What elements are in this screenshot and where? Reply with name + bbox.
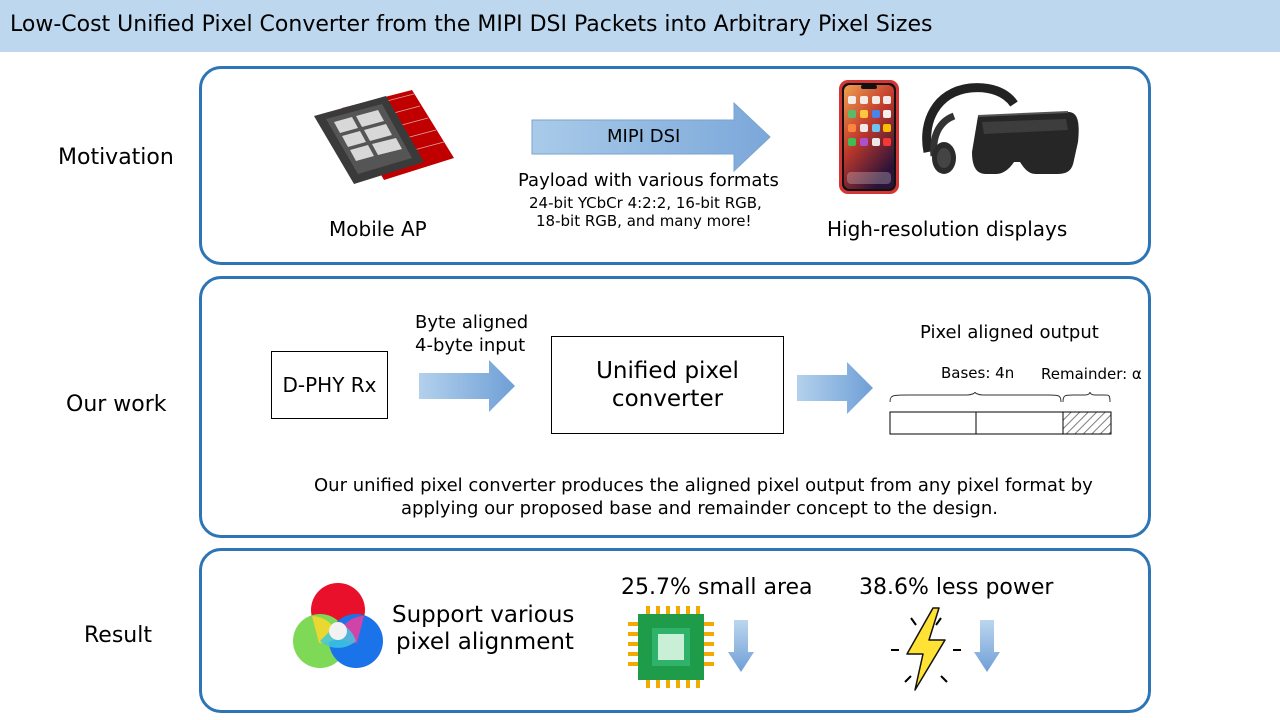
support-line2: pixel alignment <box>396 629 574 655</box>
output-title: Pixel aligned output <box>920 322 1099 343</box>
power-result: 38.6% less power <box>859 575 1054 600</box>
lightning-power-icon <box>891 607 961 691</box>
dphy-rx-box: D-PHY Rx <box>271 351 388 419</box>
converter-line2: converter <box>611 386 724 412</box>
cpu-chip-icon <box>628 606 714 688</box>
vr-headset-icon <box>922 83 1079 174</box>
remainder-label: Remainder: α <box>1041 365 1142 383</box>
area-result: 25.7% small area <box>621 575 813 600</box>
area-decrease-arrow-icon <box>728 620 754 672</box>
title-bar <box>0 0 1280 52</box>
payload-formats-line2: 18-bit RGB, and many more! <box>536 212 752 230</box>
mobile-ap-chip-icon <box>314 90 454 184</box>
input-arrow <box>419 360 515 412</box>
mipi-dsi-arrow <box>531 101 771 173</box>
rgb-color-circles-icon <box>293 583 383 668</box>
payload-title: Payload with various formats <box>518 170 779 191</box>
motivation-label: Motivation <box>58 145 174 170</box>
power-decrease-arrow-icon <box>974 620 1000 672</box>
smartphone-icon <box>839 80 899 194</box>
mobile-ap-label: Mobile AP <box>329 217 427 241</box>
bases-label: Bases: 4n <box>941 364 1015 382</box>
converter-line1: Unified pixel <box>596 358 739 384</box>
our-work-description-line1: Our unified pixel converter produces the… <box>314 475 1093 496</box>
display-label: High-resolution displays <box>827 217 1068 241</box>
input-line2: 4-byte input <box>415 335 526 356</box>
support-line1: Support various <box>392 602 575 628</box>
mipi-dsi-label: MIPI DSI <box>607 126 681 147</box>
slide-title: Low-Cost Unified Pixel Converter from th… <box>10 12 933 37</box>
pixel-aligned-output-diagram <box>889 391 1112 435</box>
output-arrow <box>797 362 873 414</box>
our-work-label: Our work <box>66 392 167 417</box>
payload-formats-line1: 24-bit YCbCr 4:2:2, 16-bit RGB, <box>529 194 762 212</box>
dphy-rx-label: D-PHY Rx <box>282 373 377 397</box>
result-label: Result <box>84 623 152 648</box>
our-work-description-line2: applying our proposed base and remainder… <box>401 498 998 519</box>
input-line1: Byte aligned <box>415 312 529 333</box>
unified-pixel-converter-box: Unified pixel converter <box>551 336 784 434</box>
